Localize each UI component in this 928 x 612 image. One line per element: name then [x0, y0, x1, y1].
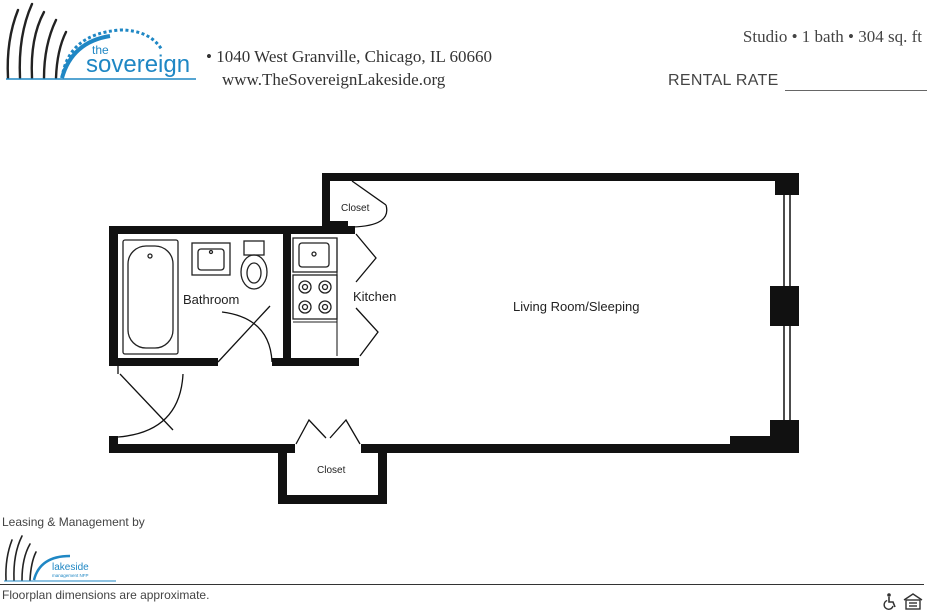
room-label-living: Living Room/Sleeping: [513, 299, 639, 314]
room-labels: Closet Bathroom Kitchen Living Room/Slee…: [183, 203, 639, 476]
room-label-closet-bottom: Closet: [317, 465, 346, 476]
footer-icons: [883, 593, 923, 610]
toilet: [240, 240, 268, 290]
sovereign-logo: the sovereign: [6, 2, 196, 80]
windows: [783, 195, 791, 420]
property-website[interactable]: www.TheSovereignLakeside.org: [222, 70, 446, 89]
bathtub: [122, 239, 179, 355]
footer-divider: [0, 584, 924, 585]
logo-small-text: the: [92, 43, 109, 57]
kitchen-counter: [293, 238, 338, 356]
room-label-bathroom: Bathroom: [183, 292, 239, 307]
leasing-label: Leasing & Management by: [2, 515, 145, 529]
bathroom-sink: [191, 242, 231, 276]
mgmt-name-text: lakeside: [52, 562, 89, 573]
room-label-kitchen: Kitchen: [353, 289, 396, 304]
floorplan-disclaimer: Floorplan dimensions are approximate.: [2, 588, 210, 602]
walls: [109, 173, 799, 504]
equal-housing-icon: [903, 593, 923, 610]
property-address: • 1040 West Granville, Chicago, IL 60660: [206, 47, 492, 66]
mgmt-sub-text: management NFP: [52, 573, 89, 578]
accessibility-icon: [883, 593, 896, 610]
rental-rate-label: RENTAL RATE: [668, 72, 779, 89]
logo-name-text: sovereign: [86, 51, 190, 78]
rental-rate-blank-line: [785, 90, 927, 91]
doors: [117, 180, 388, 445]
lakeside-management-logo: lakeside management NFP: [4, 535, 116, 582]
unit-summary: Studio • 1 bath • 304 sq. ft: [742, 27, 922, 46]
stove: [292, 274, 338, 320]
kitchen-sink: [292, 237, 338, 273]
room-label-closet-top: Closet: [341, 203, 370, 214]
